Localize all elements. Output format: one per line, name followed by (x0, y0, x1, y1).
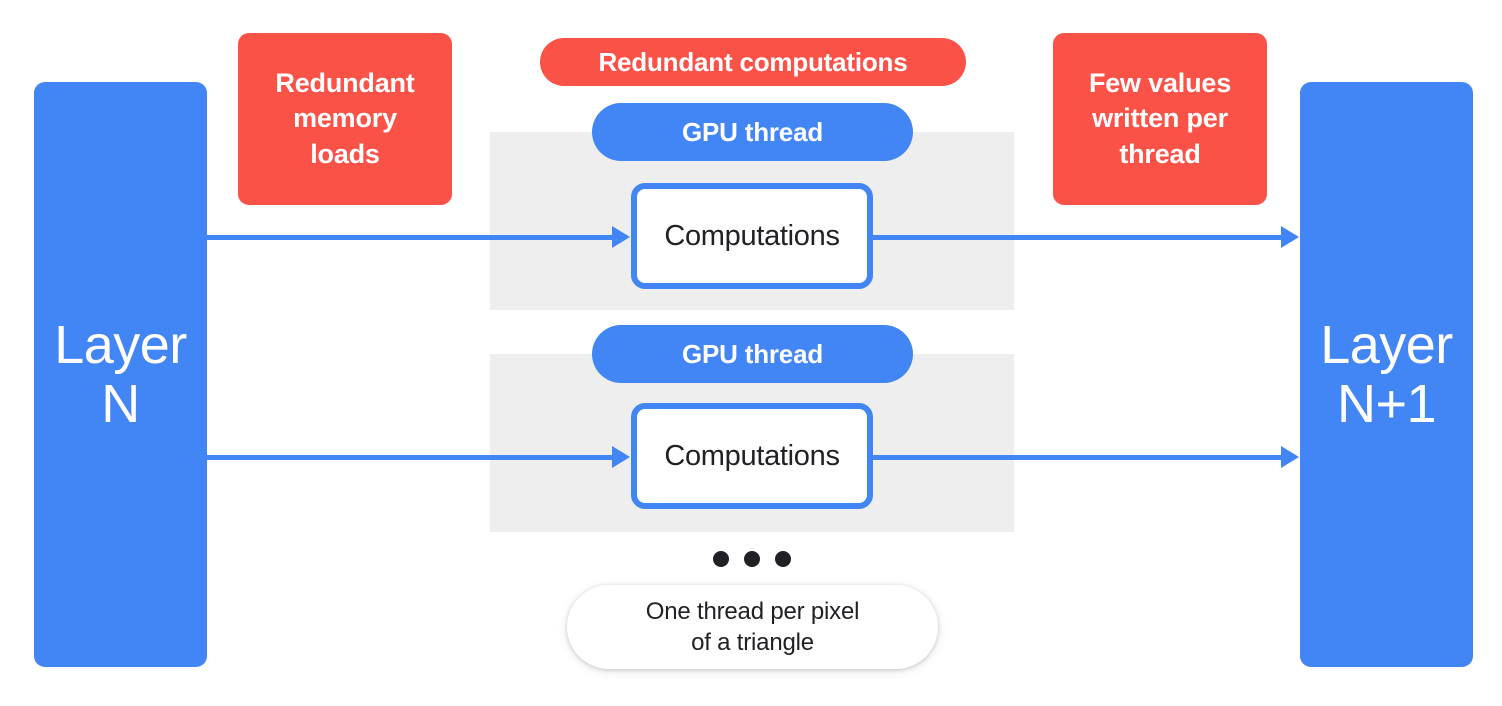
ellipsis-dot (744, 551, 760, 567)
ellipsis-dot (713, 551, 729, 567)
layer-n-block: Layer N (34, 82, 207, 667)
ellipsis-dot (775, 551, 791, 567)
pill-redundant-computations: Redundant computations (540, 38, 966, 86)
callout-redundant-memory-loads: Redundant memory loads (238, 33, 452, 205)
computations-box-1: Computations (631, 183, 873, 289)
arrow-layer-n-to-computations-2-head-icon (612, 446, 630, 468)
pill-gpu-thread-1: GPU thread (592, 103, 913, 161)
arrow-layer-n-to-computations-2-line (207, 455, 615, 460)
arrow-layer-n-to-computations-1-line (207, 235, 615, 240)
computations-box-2: Computations (631, 403, 873, 509)
arrow-computations-2-to-layer-n-plus-1-line (873, 455, 1283, 460)
arrow-computations-1-to-layer-n-plus-1-line (873, 235, 1283, 240)
arrow-layer-n-to-computations-1-head-icon (612, 226, 630, 248)
layer-n-plus-1-block: Layer N+1 (1300, 82, 1473, 667)
pill-one-thread-per-pixel: One thread per pixel of a triangle (567, 585, 938, 669)
callout-few-values-written-per-thread: Few values written per thread (1053, 33, 1267, 205)
arrow-computations-1-to-layer-n-plus-1-head-icon (1281, 226, 1299, 248)
pill-gpu-thread-2: GPU thread (592, 325, 913, 383)
arrow-computations-2-to-layer-n-plus-1-head-icon (1281, 446, 1299, 468)
ellipsis-dots-icon (713, 550, 791, 568)
